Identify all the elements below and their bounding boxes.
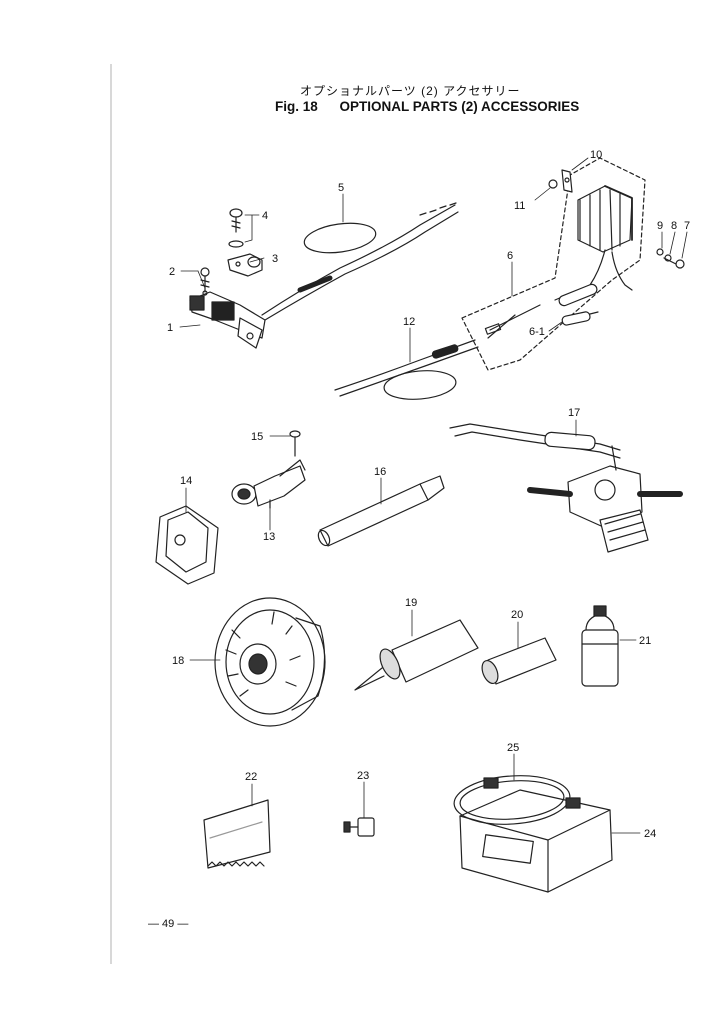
callout-13: 13 xyxy=(263,531,275,543)
part-8-washer xyxy=(664,254,672,262)
callout-4: 4 xyxy=(262,210,268,222)
part-1-connector xyxy=(189,291,266,349)
part-5-cable xyxy=(261,202,459,321)
callout-18: 18 xyxy=(172,655,184,667)
part-2-screw xyxy=(200,267,210,296)
callout-7: 7 xyxy=(684,220,690,232)
callout-19: 19 xyxy=(405,597,417,609)
binding-edge xyxy=(110,64,112,964)
callout-8: 8 xyxy=(671,220,677,232)
callout-23: 23 xyxy=(357,770,369,782)
callout-2: 2 xyxy=(169,266,175,278)
figure-number: Fig. 18 xyxy=(275,99,318,114)
part-21-bottle xyxy=(581,605,619,687)
callout-25: 25 xyxy=(507,742,519,754)
callout-24: 24 xyxy=(644,828,656,840)
callout-3: 3 xyxy=(272,253,278,265)
figure-caption: OPTIONAL PARTS (2) ACCESSORIES xyxy=(339,99,580,114)
part-23-plug xyxy=(343,817,375,837)
part-7-bolt xyxy=(663,257,685,269)
part-24-fuel-tank xyxy=(459,789,613,893)
callout-6-1: 6-1 xyxy=(529,326,545,338)
part-25-fuel-hose xyxy=(453,775,581,825)
callout-5: 5 xyxy=(338,182,344,194)
part-11-nut xyxy=(548,179,558,189)
part-17-remote-control xyxy=(449,423,683,553)
part-10-bracket xyxy=(561,169,573,193)
part-6-1-fuse xyxy=(561,311,599,326)
title-japanese: オプショナルパーツ (2) アクセサリー xyxy=(300,84,521,98)
callout-12: 12 xyxy=(403,316,415,328)
part-3-clamp xyxy=(227,253,263,277)
part-22-sandpaper xyxy=(203,799,271,869)
callout-1: 1 xyxy=(167,322,173,334)
callout-17: 17 xyxy=(568,407,580,419)
part-6-regulator xyxy=(461,157,646,371)
callout-10: 10 xyxy=(590,149,602,161)
part-15-screw xyxy=(289,430,301,457)
part-16-handle xyxy=(317,475,445,547)
callout-6: 6 xyxy=(507,250,513,262)
callout-15: 15 xyxy=(251,431,263,443)
part-14-pad xyxy=(155,505,219,585)
part-19-tube xyxy=(354,619,479,691)
callout-22: 22 xyxy=(245,771,257,783)
callout-20: 20 xyxy=(511,609,523,621)
part-12-cable xyxy=(334,339,479,400)
page-number: — 49 — xyxy=(148,918,189,930)
callout-16: 16 xyxy=(374,466,386,478)
part-9-washer xyxy=(656,248,664,256)
callout-11: 11 xyxy=(514,200,525,212)
callout-14: 14 xyxy=(180,475,192,487)
callout-labels: 1 2 3 4 5 6 6-1 7 8 9 10 11 12 13 14 15 … xyxy=(167,149,690,840)
part-20-tube xyxy=(481,637,557,685)
figure-title: Fig. 18 OPTIONAL PARTS (2) ACCESSORIES xyxy=(275,99,579,114)
part-18-flywheel xyxy=(214,597,326,727)
part-4-screw xyxy=(228,208,244,248)
part-13-connector xyxy=(231,459,306,509)
callout-21: 21 xyxy=(639,635,651,647)
callout-9: 9 xyxy=(657,220,663,232)
leader-lines xyxy=(179,157,688,834)
